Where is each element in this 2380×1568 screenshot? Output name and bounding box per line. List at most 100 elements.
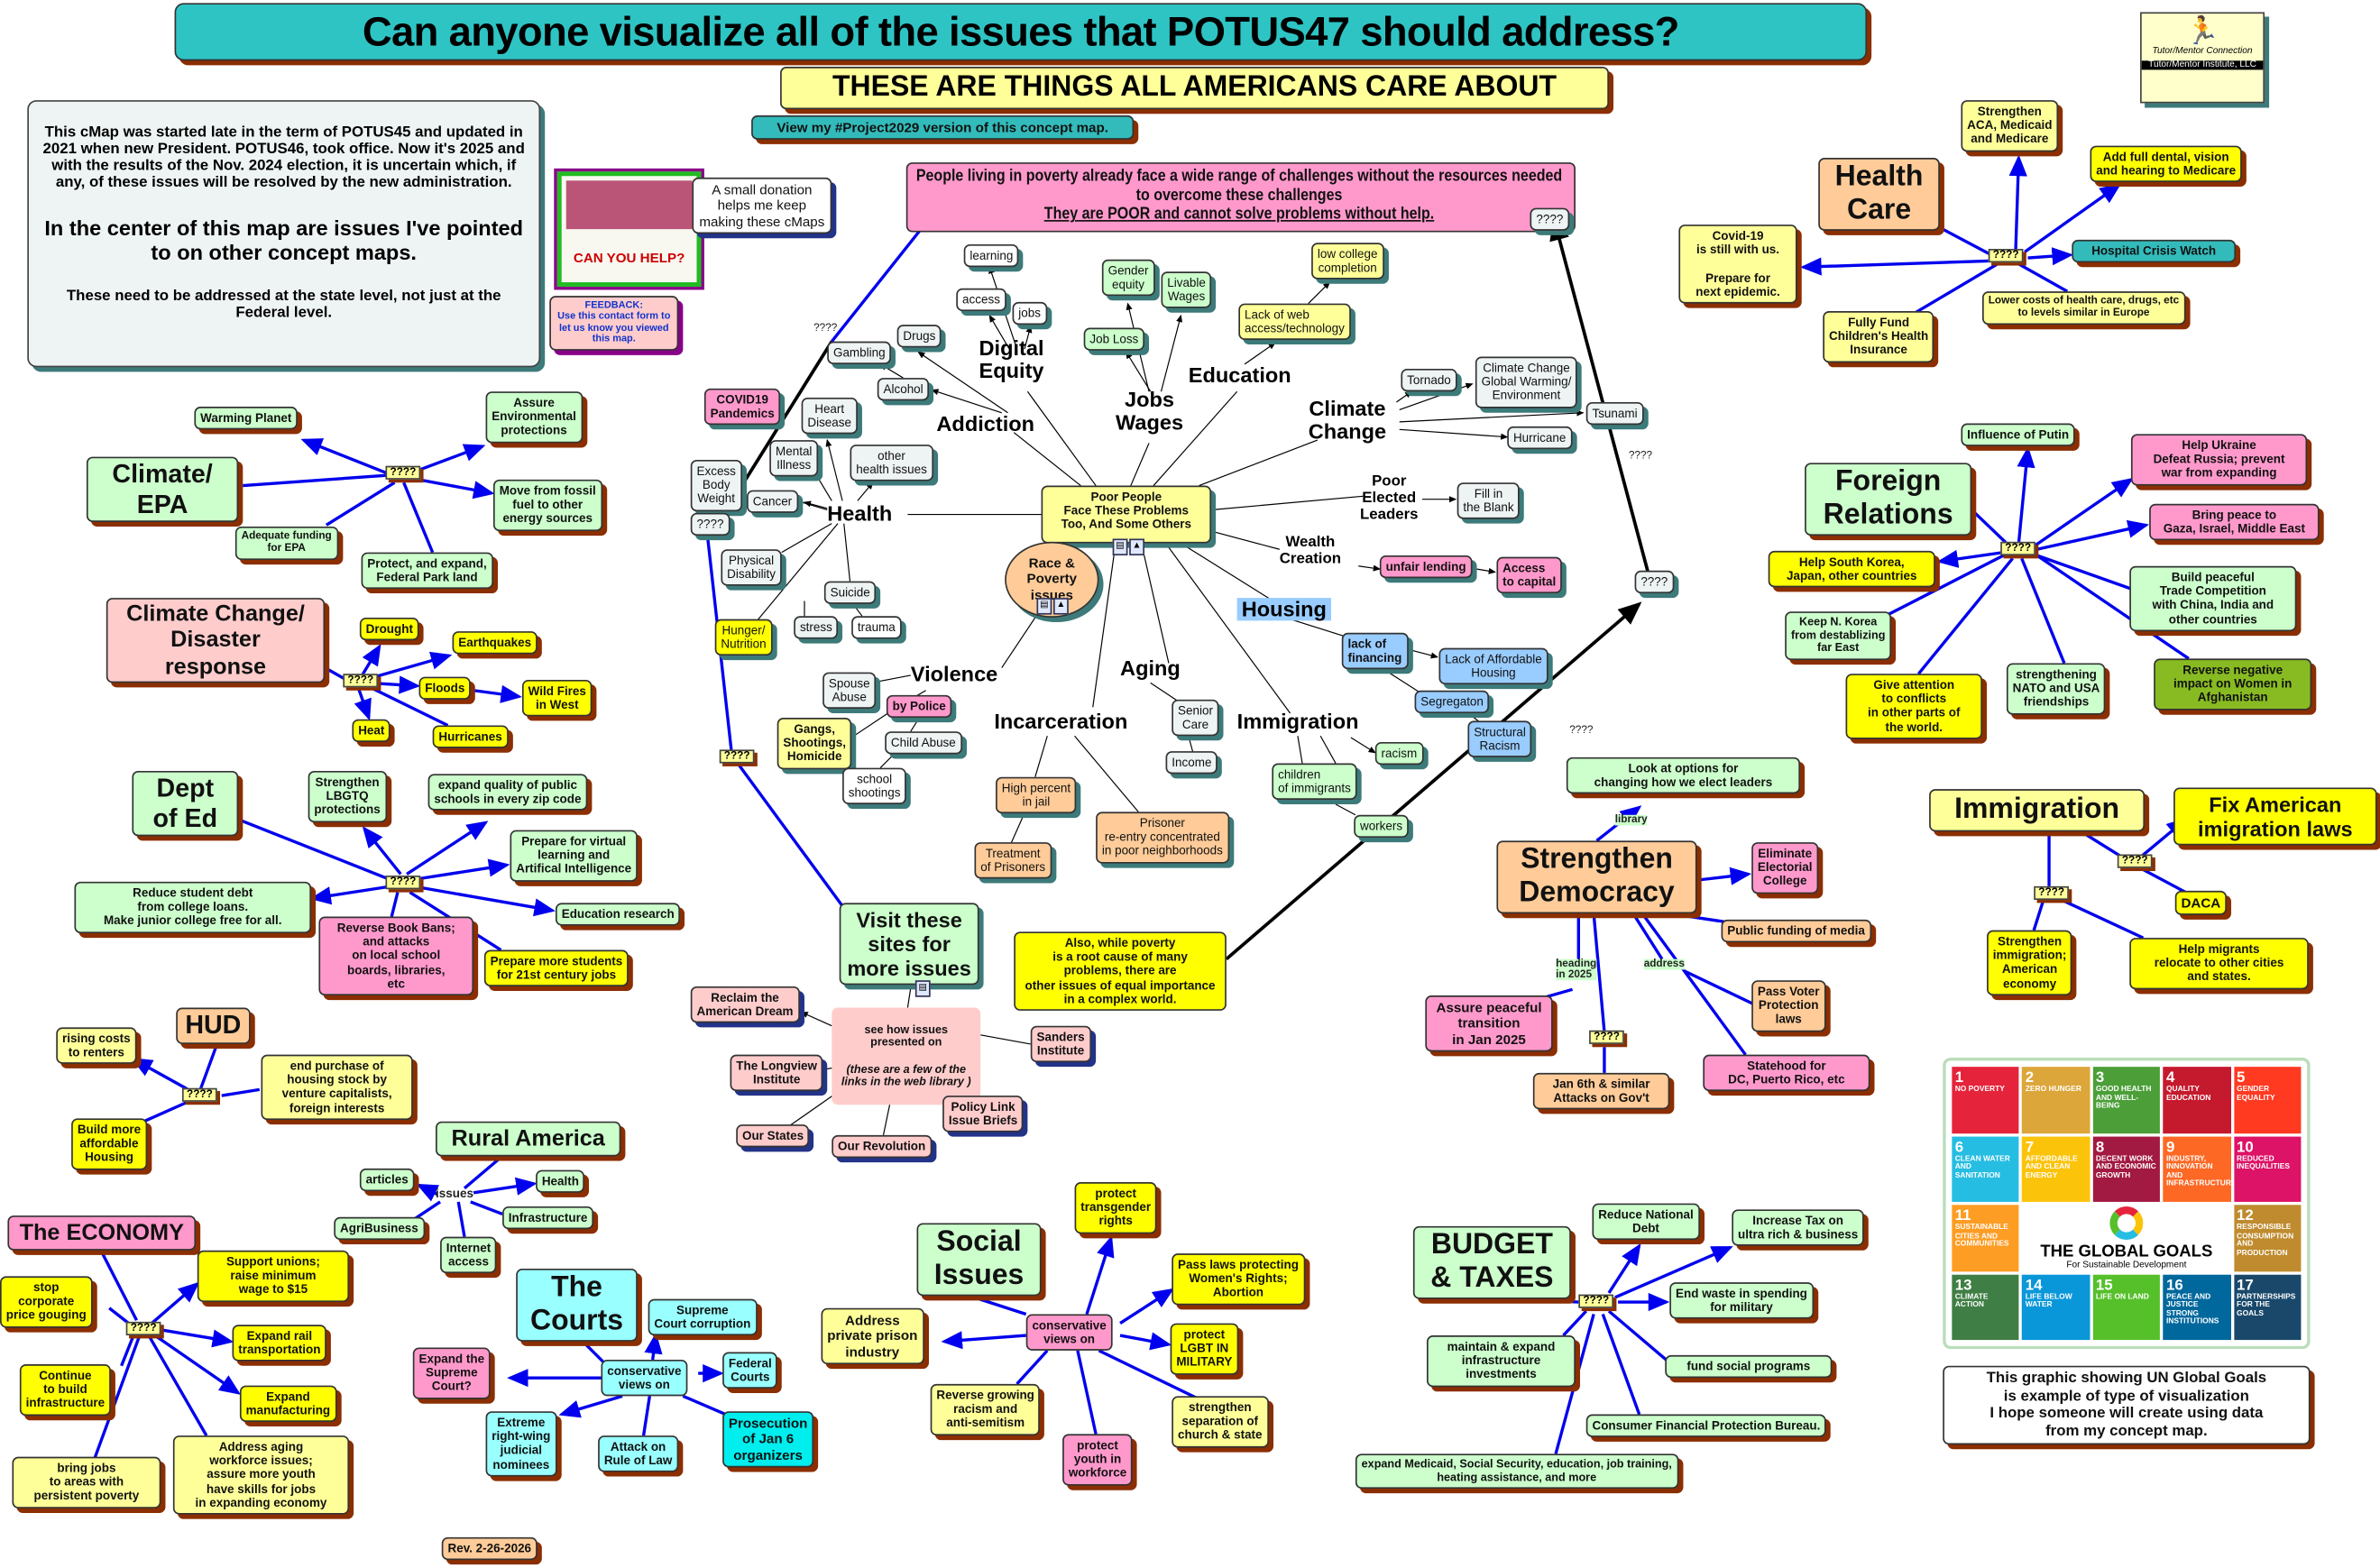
page-title: Can anyone visualize all of the issues t… bbox=[174, 3, 1868, 61]
node-prisoner-reentry: Prisoner re-entry concentrated in poor n… bbox=[1096, 812, 1229, 863]
sdg-goal-title: LIFE ON LAND bbox=[2095, 1292, 2149, 1302]
node-wild-fires: Wild Fires in West bbox=[521, 679, 593, 718]
photo-icon bbox=[565, 180, 693, 230]
label-housing: Housing bbox=[1236, 597, 1331, 622]
link-reclaim-american-dream[interactable]: Reclaim the American Dream bbox=[690, 986, 800, 1023]
node-web-access: Lack of web access/technology bbox=[1238, 303, 1351, 341]
node-protect-youth: protect youth in workforce bbox=[1062, 1434, 1133, 1485]
donation-image[interactable]: CAN YOU HELP? bbox=[554, 168, 704, 290]
node-federal-courts: Federal Courts bbox=[722, 1352, 778, 1389]
node-affordable-housing: Lack of Affordable Housing bbox=[1438, 647, 1548, 685]
node-chip: Fully Fund Children's Health Insurance bbox=[1823, 311, 1934, 362]
node-gaza: Bring peace to Gaza, Israel, Middle East bbox=[2149, 503, 2320, 541]
node-visit-sites: Visit these sites for more issues bbox=[839, 903, 979, 986]
node-hurricanes: Hurricanes bbox=[432, 725, 509, 749]
label-climate-change: Climate Change bbox=[1308, 396, 1387, 445]
sdg-goal-number: 5 bbox=[2237, 1069, 2246, 1087]
node-price-gouging: stop corporate price gouging bbox=[0, 1276, 93, 1327]
document-icon[interactable]: ▤ bbox=[914, 980, 931, 997]
link-our-revolution[interactable]: Our Revolution bbox=[832, 1134, 932, 1159]
node-unions: Support unions; raise minimum wage to $1… bbox=[197, 1250, 350, 1302]
link-hospital-crisis-watch[interactable]: Hospital Crisis Watch bbox=[2072, 239, 2237, 263]
topic-dept-of-ed: Dept of Ed bbox=[132, 770, 239, 837]
question-marker: ???? bbox=[719, 749, 755, 764]
node-climate-change-env: Climate Change Global Warming/ Environme… bbox=[1475, 356, 1578, 408]
node-earthquakes: Earthquakes bbox=[452, 631, 538, 655]
label-heading-2025: heading in 2025 bbox=[1556, 958, 1597, 981]
node-access: access bbox=[956, 288, 1006, 312]
question-marker: ???? bbox=[1569, 725, 1594, 737]
node-excess-weight: Excess Body Weight bbox=[690, 459, 742, 511]
feedback-link[interactable]: FEEDBACK: Use this contact form to let u… bbox=[549, 296, 679, 351]
sdg-goal-number: 9 bbox=[2165, 1139, 2175, 1156]
node-book-bans: Reverse Book Bans; and attacks on local … bbox=[318, 916, 474, 995]
question-marker: ???? bbox=[1988, 249, 2024, 263]
document-icon[interactable]: ▤ bbox=[1112, 538, 1128, 555]
node-segregaton: Segregaton bbox=[1414, 690, 1490, 714]
node-child-abuse: Child Abuse bbox=[885, 731, 962, 755]
node-lgbt-military: protect LGBT IN MILITARY bbox=[1170, 1323, 1239, 1375]
sdg-goal-title: CLEAN WATER AND SANITATION bbox=[1954, 1153, 2010, 1180]
node-fix-immigration: Fix American imigration laws bbox=[2173, 787, 2377, 846]
document-icon[interactable]: ▤ bbox=[1036, 598, 1052, 615]
node-rail: Expand rail transportation bbox=[232, 1325, 327, 1362]
link-policy-link[interactable]: Policy Link Issue Briefs bbox=[942, 1096, 1024, 1133]
node-statehood: Statehood for DC, Puerto Rico, etc bbox=[1703, 1054, 1870, 1092]
node-workers: workers bbox=[1354, 814, 1409, 839]
node-jan6-attacks: Jan 6th & similar Attacks on Gov't bbox=[1532, 1072, 1670, 1110]
node-court-corruption: Supreme Court corruption bbox=[648, 1298, 758, 1336]
poverty-text-wrap: People living in poverty already face a … bbox=[907, 167, 1570, 225]
node-assure-env: Assure Environmental protections bbox=[485, 391, 583, 443]
intro-text-1: This cMap was started late in the term o… bbox=[42, 124, 525, 192]
node-trade-competition: Build peaceful Trade Competition with Ch… bbox=[2129, 565, 2297, 631]
node-treatment-prisoners: Treatment of Prisoners bbox=[974, 842, 1052, 880]
node-mental-illness: Mental Illness bbox=[769, 440, 819, 478]
node-virtual-learning: Prepare for virtual learning and Artific… bbox=[510, 830, 638, 882]
node-lower-costs: Lower costs of health care, drugs, etc t… bbox=[1981, 291, 2185, 326]
node-expand-supreme-court: Expand the Supreme Court? bbox=[412, 1347, 491, 1398]
topic-rural-america: Rural America bbox=[436, 1121, 621, 1157]
center-connectors bbox=[755, 266, 1585, 1136]
node-access-capital: Access to capital bbox=[1496, 556, 1563, 594]
node-strengthen-immigration: Strengthen immigration; American economy bbox=[1987, 930, 2073, 995]
node-conflicts: Give attention to conflicts in other par… bbox=[1845, 674, 1982, 739]
node-fund-social: fund social programs bbox=[1665, 1354, 1833, 1379]
logo-figures-icon: 🏃 bbox=[2185, 14, 2219, 46]
node-cfpb: Consumer Financial Protection Bureau. bbox=[1585, 1414, 1827, 1438]
project2029-link[interactable]: View my #Project2029 version of this con… bbox=[751, 115, 1135, 141]
node-media-funding: Public funding of media bbox=[1721, 919, 1871, 943]
sdg-goal-number: 15 bbox=[2095, 1277, 2113, 1294]
sdg-goal-number: 11 bbox=[1954, 1207, 1971, 1225]
sdg-goal-number: 2 bbox=[2025, 1069, 2035, 1087]
topic-hud: HUD bbox=[176, 1007, 251, 1044]
sdg-goal-title: ZERO HUNGER bbox=[2025, 1085, 2081, 1095]
sdg-goal-number: 4 bbox=[2165, 1069, 2175, 1087]
intro-box: This cMap was started late in the term o… bbox=[27, 100, 541, 368]
sdg-goal-title: QUALITY EDUCATION bbox=[2165, 1085, 2211, 1103]
link-sanders-institute[interactable]: Sanders Institute bbox=[1030, 1025, 1091, 1063]
node-covid19: COVID19 Pandemics bbox=[703, 388, 781, 426]
node-election-options: Look at options for changing how we elec… bbox=[1566, 756, 1801, 794]
node-daca: DACA bbox=[2174, 890, 2227, 916]
node-hurricane: Hurricane bbox=[1507, 426, 1573, 450]
sdg-goal-title: RESPONSIBLE CONSUMPTION AND PRODUCTION bbox=[2237, 1223, 2294, 1258]
link-our-states[interactable]: Our States bbox=[736, 1124, 810, 1148]
cmap-icon[interactable]: ▲ bbox=[1053, 598, 1069, 615]
topic-immigration: Immigration bbox=[1929, 789, 2146, 832]
cmap-icon[interactable]: ▲ bbox=[1129, 538, 1144, 555]
topic-climate-epa: Climate/ EPA bbox=[86, 456, 239, 523]
node-continue-infra: Continue to build infrastructure bbox=[19, 1364, 111, 1416]
poverty-banner: People living in poverty already face a … bbox=[905, 162, 1576, 233]
intro-text-3: These need to be addressed at the state … bbox=[66, 288, 501, 322]
tutor-mentor-logo[interactable]: 🏃 Tutor/Mentor Connection Tutor/Mentor I… bbox=[2140, 12, 2265, 104]
node-national-debt: Reduce National Debt bbox=[1592, 1203, 1700, 1241]
node-south-korea: Help South Korea, Japan, other countries bbox=[1768, 550, 1935, 588]
link-longview-institute[interactable]: The Longview Institute bbox=[730, 1054, 823, 1092]
node-drugs: Drugs bbox=[896, 325, 942, 348]
question-marker: ???? bbox=[1628, 450, 1653, 462]
